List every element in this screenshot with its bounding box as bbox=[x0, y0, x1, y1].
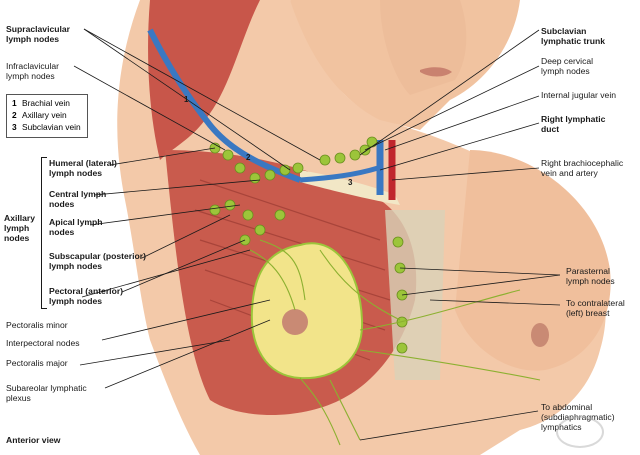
subclavian-vein bbox=[299, 165, 379, 183]
arm-muscle bbox=[148, 0, 260, 160]
left-nipple bbox=[531, 323, 549, 347]
right-breast-skin bbox=[455, 150, 611, 371]
label-anterior-view: Anterior view bbox=[6, 435, 61, 445]
nipple bbox=[282, 309, 308, 335]
label-contralateral: To contralateral(left) breast bbox=[566, 298, 625, 318]
lymph-nodes bbox=[209, 136, 408, 354]
marker-3: 3 bbox=[348, 178, 353, 187]
axillary-brace bbox=[41, 157, 47, 309]
watermark-logo bbox=[556, 416, 604, 448]
label-pectoral: Pectoral (anterior)lymph nodes bbox=[49, 286, 124, 306]
brachial-vein bbox=[147, 28, 302, 183]
sternum-ribs bbox=[385, 210, 445, 380]
lips bbox=[420, 67, 452, 77]
label-internal-jugular: Internal jugular vein bbox=[541, 90, 617, 100]
label-pectoralis-major: Pectoralis major bbox=[6, 358, 68, 368]
lymphatic-vessels bbox=[249, 239, 541, 446]
label-subscapular: Subscapular (posterior)lymph nodes bbox=[49, 251, 146, 271]
label-pectoralis-minor: Pectoralis minor bbox=[6, 320, 68, 330]
mammary-gland bbox=[250, 242, 364, 380]
label-interpectoral: Interpectoral nodes bbox=[6, 338, 80, 348]
leader-lines bbox=[73, 28, 561, 441]
label-humeral: Humeral (lateral)lymph nodes bbox=[49, 158, 117, 178]
marker-1: 1 bbox=[184, 95, 189, 104]
marker-2: 2 bbox=[246, 153, 251, 162]
